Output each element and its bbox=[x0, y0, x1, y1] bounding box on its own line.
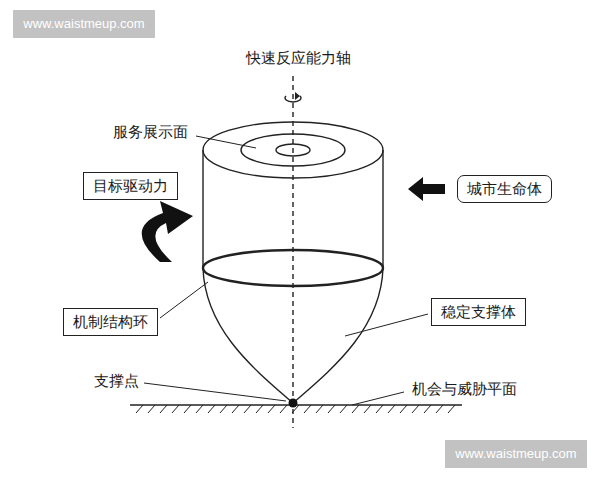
hatch-stroke bbox=[424, 405, 431, 413]
leader-line bbox=[196, 136, 256, 148]
hatch-stroke bbox=[196, 405, 203, 413]
leader-line bbox=[345, 314, 428, 336]
box-text: 机制结构环 bbox=[73, 313, 148, 332]
axis-line bbox=[292, 76, 293, 428]
axis-label: 快速反应能力轴 bbox=[244, 49, 353, 68]
input-arrow bbox=[408, 177, 445, 201]
hatch-stroke bbox=[388, 405, 395, 413]
hatch-stroke bbox=[448, 405, 455, 413]
watermark: www.waistmeup.com bbox=[445, 440, 586, 468]
hatch-stroke bbox=[412, 405, 419, 413]
box-text: 城市生命体 bbox=[467, 180, 542, 199]
hatch-stroke bbox=[232, 405, 239, 413]
hatch-stroke bbox=[136, 405, 143, 413]
hatch-stroke bbox=[220, 405, 227, 413]
cylinder-side bbox=[202, 150, 203, 268]
face-label: 服务展示面 bbox=[111, 123, 190, 142]
box-text: 稳定支撑体 bbox=[441, 303, 516, 322]
hatch-stroke bbox=[208, 405, 215, 413]
hatch-stroke bbox=[328, 405, 335, 413]
rotation-arrowhead bbox=[295, 92, 300, 100]
top-face bbox=[203, 122, 383, 178]
leader-line bbox=[144, 383, 286, 401]
hatch-stroke bbox=[280, 405, 287, 413]
plane-label: 机会与威胁平面 bbox=[410, 380, 519, 399]
ring-box: 机制结构环 bbox=[63, 308, 158, 337]
hatch-stroke bbox=[244, 405, 251, 413]
hatch-stroke bbox=[400, 405, 407, 413]
top-face-core bbox=[276, 144, 310, 156]
goal-box: 目标驱动力 bbox=[83, 172, 178, 201]
hatch-stroke bbox=[436, 405, 443, 413]
cone-body bbox=[203, 268, 383, 403]
hatch-stroke bbox=[256, 405, 263, 413]
box-text: 目标驱动力 bbox=[93, 177, 168, 196]
hatch-stroke bbox=[148, 405, 155, 413]
city-box: 城市生命体 bbox=[457, 175, 552, 204]
top-face-ring bbox=[241, 134, 345, 166]
hatch-stroke bbox=[316, 405, 323, 413]
cylinder-side bbox=[382, 150, 383, 268]
watermark: www.waistmeup.com bbox=[13, 10, 154, 38]
leader-line bbox=[160, 282, 208, 318]
support-box: 稳定支撑体 bbox=[431, 298, 526, 327]
hatch-stroke bbox=[160, 405, 167, 413]
structure-ring bbox=[203, 250, 383, 286]
hatch-stroke bbox=[340, 405, 347, 413]
hatch-stroke bbox=[184, 405, 191, 413]
leader-line bbox=[352, 392, 404, 405]
hatch-stroke bbox=[364, 405, 371, 413]
hatch-stroke bbox=[268, 405, 275, 413]
hatch-stroke bbox=[376, 405, 383, 413]
hatch-stroke bbox=[172, 405, 179, 413]
drive-arrow bbox=[142, 201, 193, 262]
point-label: 支撑点 bbox=[92, 372, 141, 391]
hatch-stroke bbox=[352, 405, 359, 413]
hatch-stroke bbox=[304, 405, 311, 413]
support-point bbox=[289, 399, 298, 408]
